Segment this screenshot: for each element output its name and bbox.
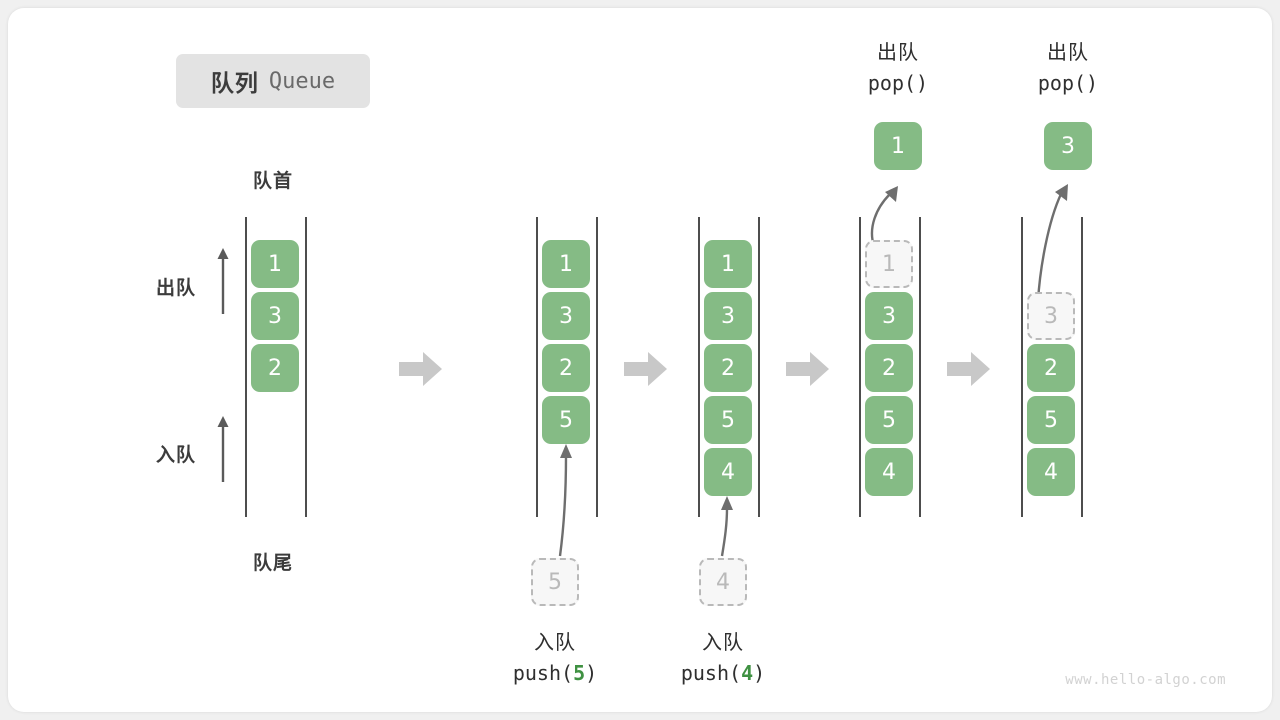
queue-cell: 3 [704, 292, 752, 340]
push-caption-code: push(4) [633, 658, 813, 688]
queue-rail-left [859, 217, 861, 517]
queue-cell: 1 [251, 240, 299, 288]
push-caption-4: 入队 push(4) [633, 628, 813, 688]
queue-rail-left [698, 217, 700, 517]
queue-cell: 2 [1027, 344, 1075, 392]
queue-cell: 4 [1027, 448, 1075, 496]
queue-cell: 5 [1027, 396, 1075, 444]
push-caption-5: 入队 push(5) [465, 628, 645, 688]
push-code-prefix: push( [512, 661, 574, 685]
queue-ghost-cell: 4 [699, 558, 747, 606]
push-code-suffix: ) [585, 661, 598, 685]
pop-caption-code: pop() [867, 71, 929, 95]
queue-cell: 4 [865, 448, 913, 496]
queue-rail-right [1081, 217, 1083, 517]
right-block-arrow-icon [624, 349, 668, 389]
right-block-arrow-icon [947, 349, 991, 389]
queue-rail-right [596, 217, 598, 517]
diagram-canvas: 队列 Queue 队首 队尾 出队 入队 1 3 2 1 3 [8, 8, 1272, 712]
right-block-arrow-icon [786, 349, 830, 389]
pop-caption-cn: 出队 [877, 42, 919, 64]
queue-cell: 5 [542, 396, 590, 444]
queue-ghost-cell: 1 [865, 240, 913, 288]
push-code-prefix: push( [680, 661, 742, 685]
queue-ghost-cell: 3 [1027, 292, 1075, 340]
queue-tail-label: 队尾 [252, 553, 293, 574]
queue-cell: 1 [704, 240, 752, 288]
push-caption-cn: 入队 [534, 632, 576, 654]
push-code-arg: 4 [741, 661, 754, 685]
pop-caption-1: 出队 pop() [813, 38, 983, 98]
pop-caption-code: pop() [1037, 71, 1099, 95]
popped-cell: 3 [1044, 122, 1092, 170]
curved-up-arrow-icon-push-4 [702, 492, 748, 563]
queue-cell: 1 [542, 240, 590, 288]
queue-cell: 3 [542, 292, 590, 340]
queue-cell: 5 [865, 396, 913, 444]
queue-cell: 3 [865, 292, 913, 340]
queue-cell: 5 [704, 396, 752, 444]
queue-rail-right [305, 217, 307, 517]
queue-cell: 4 [704, 448, 752, 496]
queue-rail-left [1021, 217, 1023, 517]
push-code-suffix: ) [753, 661, 766, 685]
up-arrow-icon-enqueue [215, 414, 231, 484]
curved-up-arrow-icon-push-5 [538, 440, 588, 563]
dequeue-direction-label: 出队 [156, 278, 197, 299]
queue-cell: 2 [704, 344, 752, 392]
queue-rail-left [536, 217, 538, 517]
queue-ghost-cell: 5 [531, 558, 579, 606]
push-caption-cn: 入队 [702, 632, 744, 654]
site-watermark: www.hello-algo.com [1065, 672, 1226, 688]
enqueue-direction-label: 入队 [156, 445, 197, 466]
push-caption-code: push(5) [465, 658, 645, 688]
title-chinese: 队列 [210, 70, 259, 96]
queue-rail-left [245, 217, 247, 517]
queue-cell: 2 [251, 344, 299, 392]
pop-caption-3: 出队 pop() [983, 38, 1153, 98]
queue-rail-right [758, 217, 760, 517]
up-arrow-icon-dequeue [215, 246, 231, 316]
queue-head-label: 队首 [252, 171, 293, 192]
right-block-arrow-icon [399, 349, 443, 389]
queue-cell: 2 [542, 344, 590, 392]
popped-cell: 1 [874, 122, 922, 170]
diagram-title-badge: 队列 Queue [176, 54, 370, 108]
queue-rail-right [919, 217, 921, 517]
title-english: Queue [268, 68, 336, 94]
queue-cell: 3 [251, 292, 299, 340]
push-code-arg: 5 [573, 661, 586, 685]
curved-up-arrow-icon-pop-3 [1018, 178, 1088, 308]
queue-cell: 2 [865, 344, 913, 392]
pop-caption-cn: 出队 [1047, 42, 1089, 64]
